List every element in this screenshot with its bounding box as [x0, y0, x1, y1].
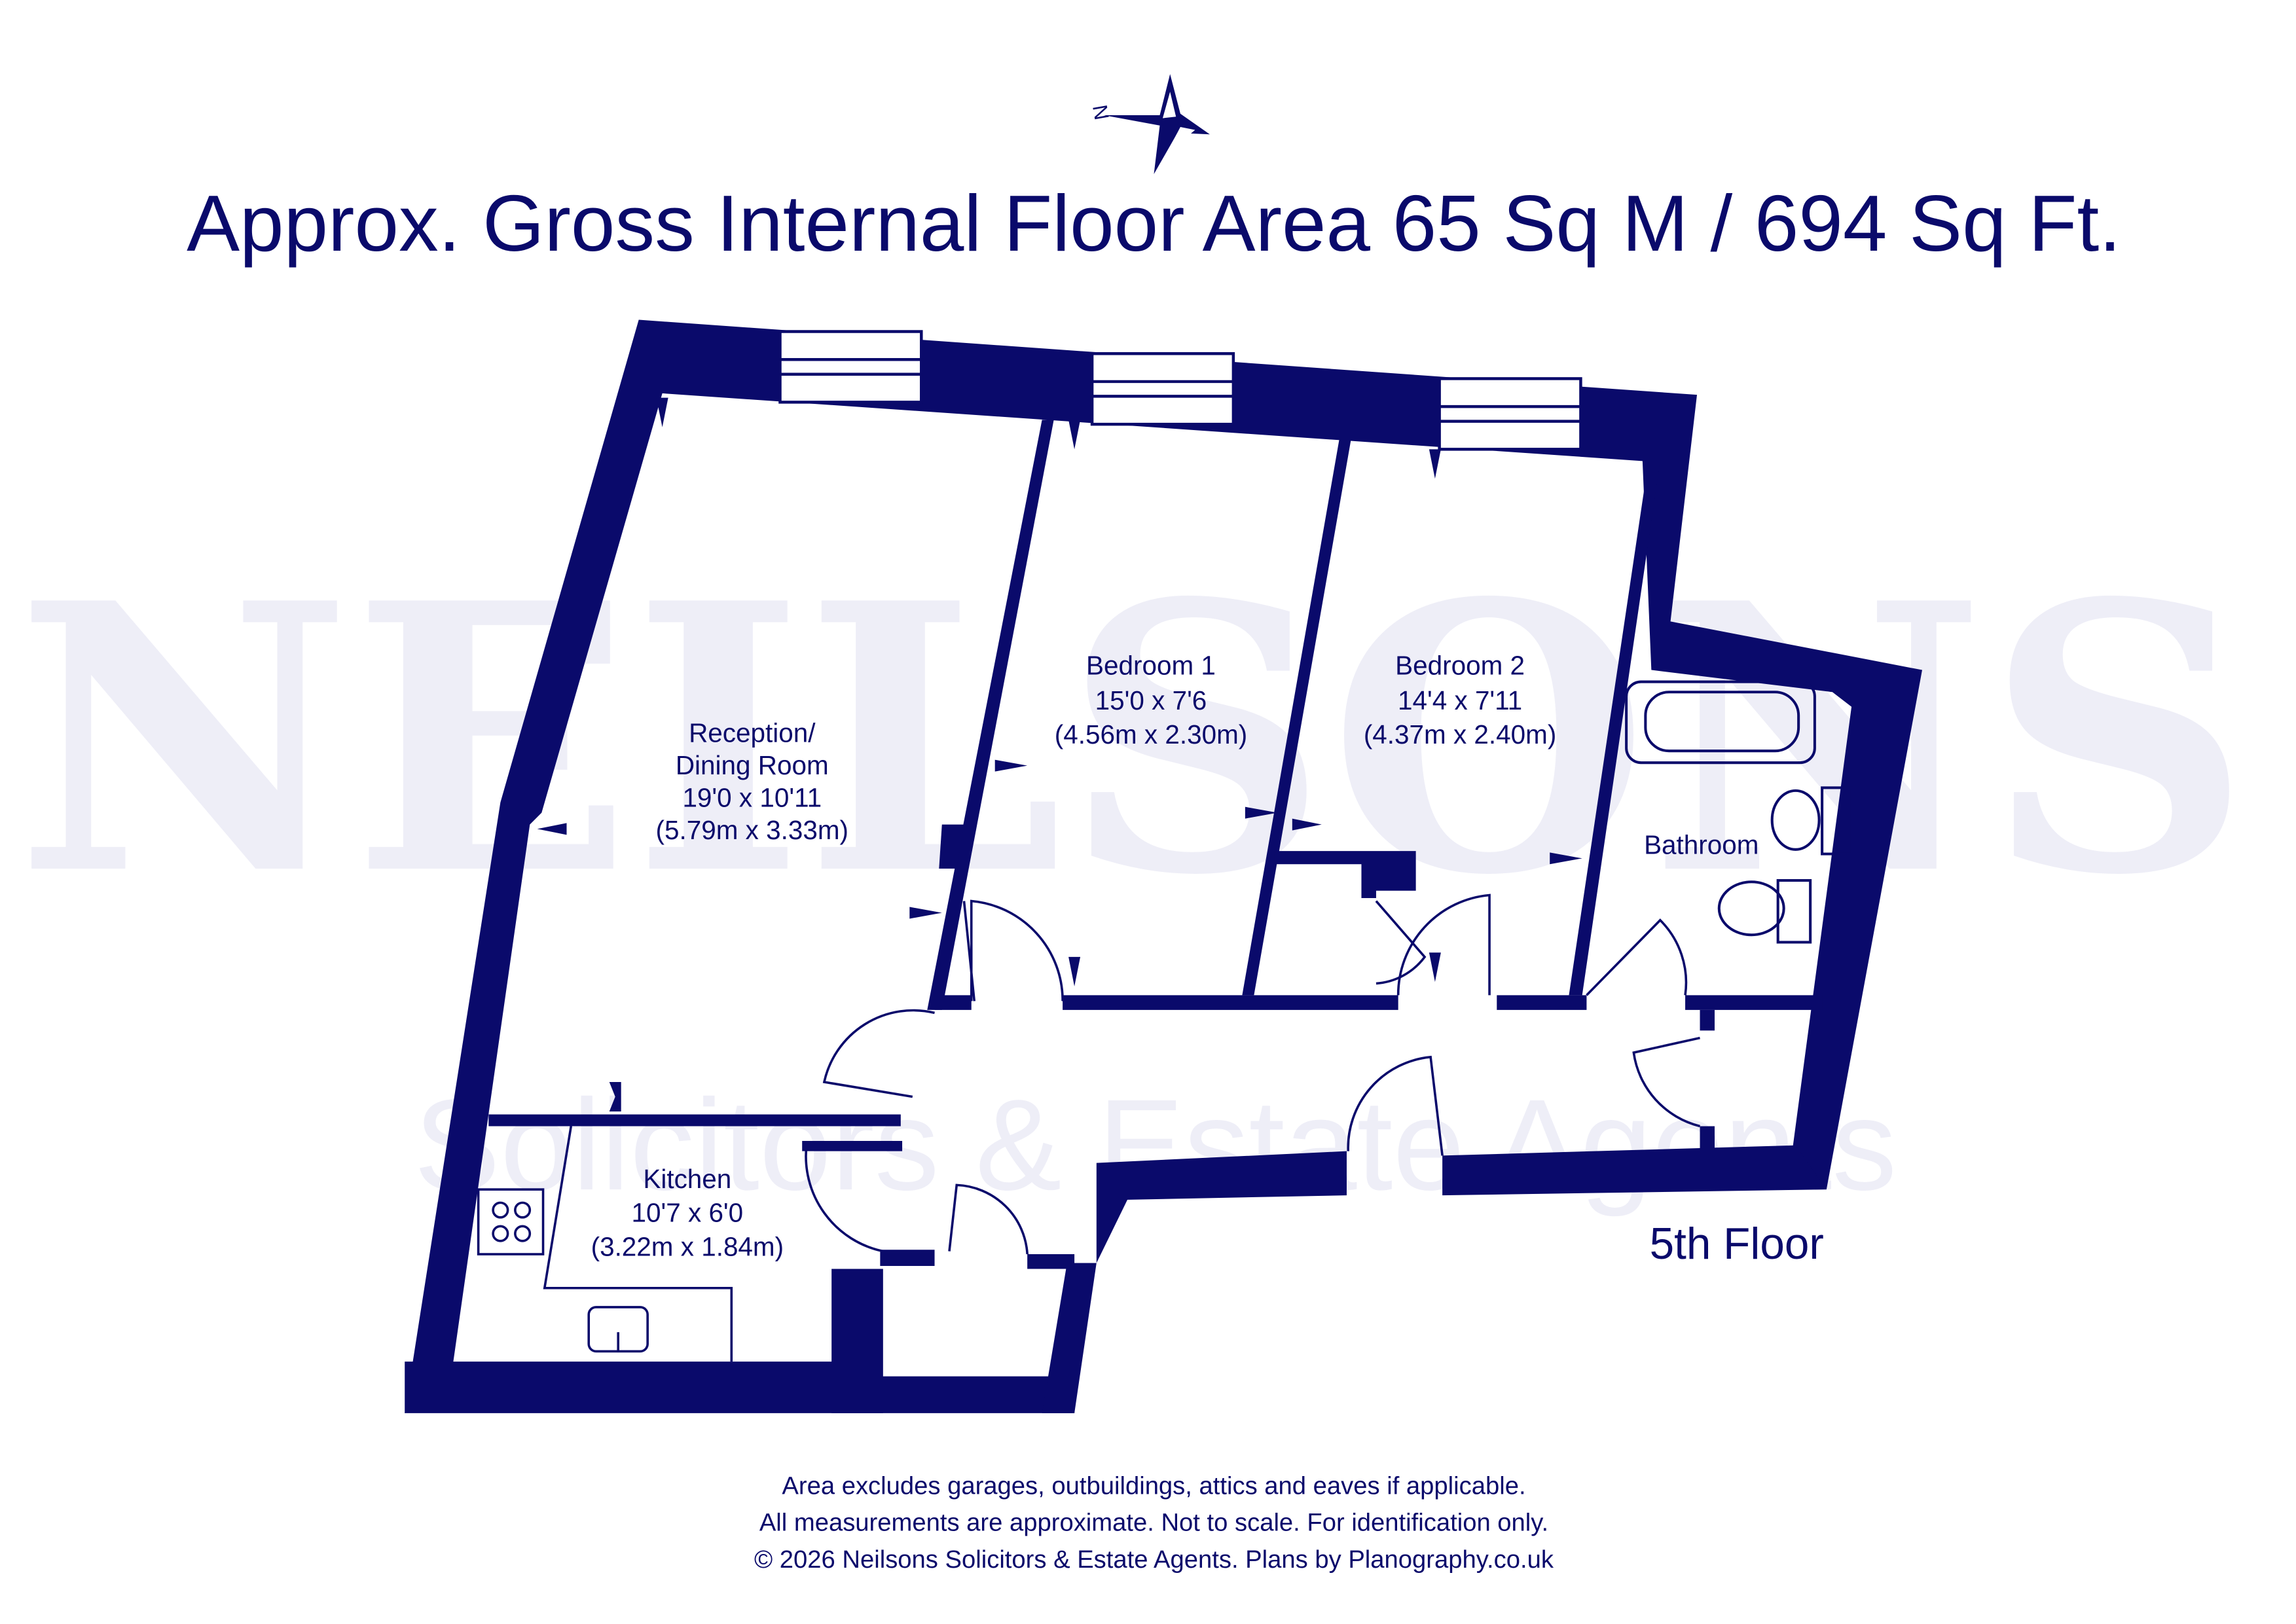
windows [778, 330, 1582, 451]
bathtub-icon [1625, 680, 1816, 765]
bedroom1-dims-imperial: 15'0 x 7'6 [1095, 685, 1207, 715]
watermark: NEILSONS Solicitors & Estate Agents [15, 523, 2251, 1217]
room-label-reception: Reception/ Dining Room 19'0 x 10'11 (5.7… [656, 718, 849, 845]
bedroom1-dims-metric: (4.56m x 2.30m) [1055, 719, 1248, 749]
bathroom-fittings [1625, 680, 1853, 944]
footer-line-1: Area excludes garages, outbuildings, att… [782, 1471, 1525, 1500]
reception-name: Reception/ [689, 718, 816, 748]
doors [805, 893, 1700, 1255]
footer-notes: Area excludes garages, outbuildings, att… [754, 1471, 1554, 1573]
sink-icon [1770, 789, 1821, 851]
bedroom2-dims-metric: (4.37m x 2.40m) [1364, 719, 1557, 749]
kitchen-fittings [477, 1126, 733, 1362]
dimension-markers [537, 397, 1582, 1111]
floor-label: 5th Floor [1650, 1219, 1824, 1269]
hob-icon [477, 1188, 545, 1255]
bedroom2-name: Bedroom 2 [1395, 650, 1525, 680]
reception-dims-imperial: 19'0 x 10'11 [682, 783, 822, 813]
walls [405, 319, 1922, 1413]
reception-name-2: Dining Room [676, 750, 829, 780]
bathroom-name: Bathroom [1644, 830, 1758, 860]
reception-dims-metric: (5.79m x 3.33m) [656, 815, 849, 845]
footer-line-2: All measurements are approximate. Not to… [759, 1509, 1548, 1537]
footer-line-3: © 2026 Neilsons Solicitors & Estate Agen… [754, 1545, 1554, 1574]
kitchen-dims-metric: (3.22m x 1.84m) [591, 1231, 784, 1261]
bedroom1-name: Bedroom 1 [1086, 650, 1216, 680]
compass-north-label: N [1088, 103, 1113, 122]
floor-area-heading: Approx. Gross Internal Floor Area 65 Sq … [187, 179, 2121, 268]
kitchen-dims-imperial: 10'7 x 6'0 [632, 1198, 744, 1228]
compass-icon: N [1088, 74, 1210, 174]
toilet-icon [1717, 880, 1785, 937]
room-label-bedroom1: Bedroom 1 15'0 x 7'6 (4.56m x 2.30m) [1055, 650, 1248, 749]
kitchen-name: Kitchen [643, 1164, 731, 1194]
room-label-kitchen: Kitchen 10'7 x 6'0 (3.22m x 1.84m) [591, 1164, 784, 1261]
room-label-bedroom2: Bedroom 2 14'4 x 7'11 (4.37m x 2.40m) [1364, 650, 1557, 749]
room-label-bathroom: Bathroom [1644, 830, 1758, 860]
bedroom2-dims-imperial: 14'4 x 7'11 [1398, 685, 1522, 715]
